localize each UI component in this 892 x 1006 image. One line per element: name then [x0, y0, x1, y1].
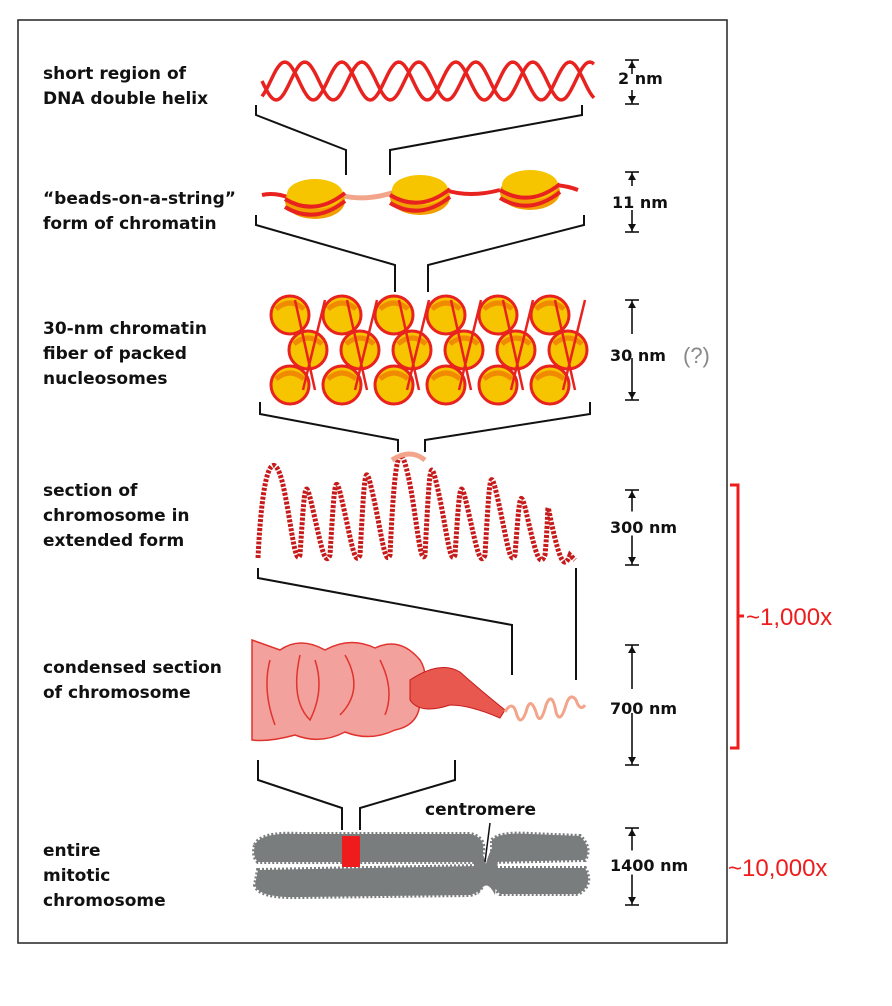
scale-bars — [625, 59, 639, 906]
scale-label-300nm: 300 nm — [610, 518, 677, 537]
label-fiber-3: nucleosomes — [43, 369, 167, 389]
highlighted-region — [342, 836, 360, 867]
centromere-pointer — [484, 822, 491, 863]
uncertainty-note: (?) — [683, 343, 710, 368]
scale-label-11nm: 11 nm — [612, 193, 668, 212]
label-dna-2: DNA double helix — [43, 89, 208, 109]
scale-arrow-icon — [628, 173, 636, 231]
dna-double-helix — [260, 60, 596, 102]
label-mitotic-2: mitotic — [43, 866, 110, 886]
zoom-connectors — [255, 105, 591, 830]
magnification-10000x: ~10,000x — [728, 855, 827, 882]
30nm-chromatin-fiber — [269, 294, 589, 406]
scale-label-2nm: 2 nm — [618, 69, 663, 88]
magnification-1000x: ~1,000x — [746, 604, 832, 631]
label-beads-1: “beads-on-a-string” — [43, 189, 236, 209]
label-mitotic-1: entire — [43, 841, 101, 861]
scale-label-700nm: 700 nm — [610, 699, 677, 718]
label-beads-2: form of chromatin — [43, 214, 217, 234]
label-dna-1: short region of — [43, 64, 187, 84]
centromere-label: centromere — [425, 800, 536, 820]
highlighted-loop-segment — [390, 451, 427, 463]
beads-on-a-string — [261, 170, 579, 219]
helix-strand — [260, 60, 596, 102]
helix-strand — [260, 60, 596, 102]
level-labels: short region of DNA double helix “beads-… — [43, 64, 236, 911]
label-condensed-1: condensed section — [43, 658, 222, 678]
label-extended-1: section of — [43, 481, 138, 501]
figure-frame — [17, 19, 728, 944]
extended-chromosome-loops — [255, 453, 577, 565]
label-fiber-1: 30-nm chromatin — [43, 319, 207, 339]
mitotic-chromosome: centromere — [252, 800, 591, 900]
label-extended-3: extended form — [43, 531, 184, 551]
label-mitotic-3: chromosome — [43, 891, 166, 911]
condensed-chromosome-section — [251, 638, 587, 742]
label-condensed-2: of chromosome — [43, 683, 191, 703]
scale-label-30nm: 30 nm — [610, 346, 666, 365]
magnification-bracket — [730, 483, 740, 750]
scale-label-1400nm: 1400 nm — [610, 856, 688, 875]
label-fiber-2: fiber of packed — [43, 344, 187, 364]
label-extended-2: chromosome in — [43, 506, 190, 526]
